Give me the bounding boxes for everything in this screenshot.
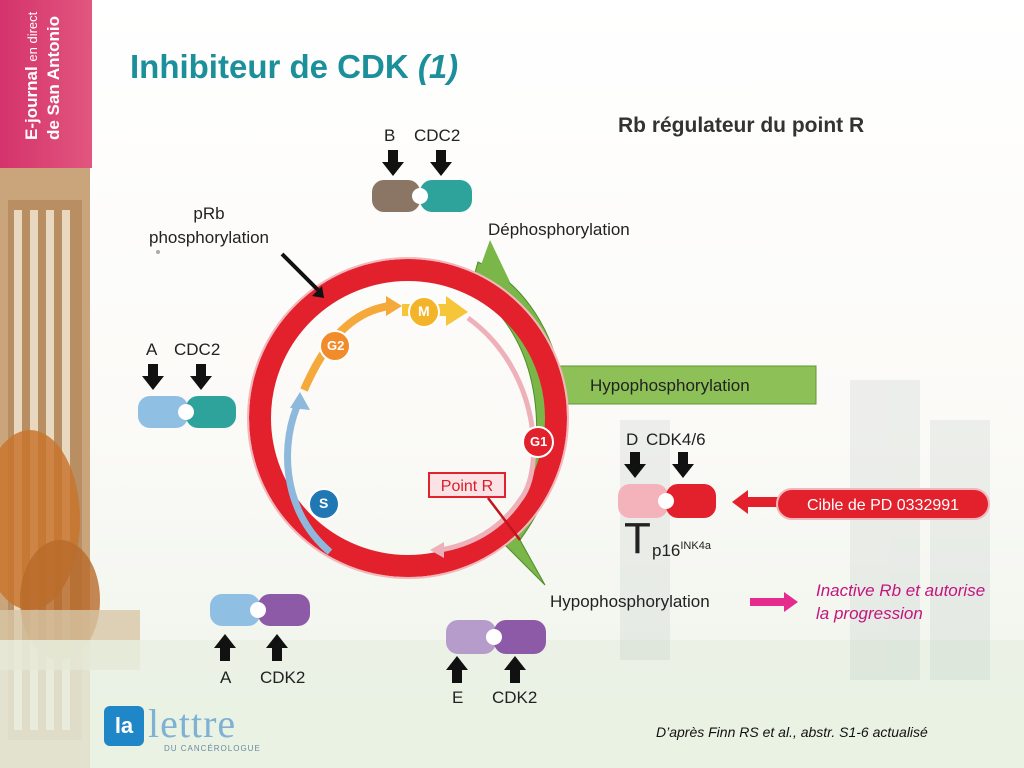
- diagram-subtitle: Rb régulateur du point R: [618, 114, 865, 137]
- inactive-rb-line1: Inactive Rb et autorise: [816, 581, 986, 600]
- g2-arrow: [300, 302, 391, 392]
- complex-d-kinase: CDK4/6: [646, 430, 706, 449]
- complex-e-kinase: CDK2: [492, 688, 538, 707]
- dephosphorylation-label: Déphosphorylation: [488, 220, 630, 239]
- phase-m-badge: [408, 296, 440, 328]
- complex-b-cdc2: [372, 150, 472, 212]
- s-arrow: [284, 398, 333, 555]
- inactive-rb-line2: la progression: [816, 604, 923, 623]
- phase-g2-badge: [319, 330, 351, 362]
- lettre-logo: la lettre DU CANCÉROLOGUE: [104, 701, 274, 758]
- sidebar-band: E-journal en direct de San Antonio: [0, 0, 92, 168]
- logo-subtitle: DU CANCÉROLOGUE: [164, 744, 261, 753]
- logo-word: lettre: [148, 701, 237, 746]
- complex-e-cdk2: [446, 620, 546, 683]
- phase-g2-label: G2: [327, 338, 345, 353]
- magenta-arrow: [750, 592, 798, 612]
- outer-ring: [249, 259, 567, 577]
- page-title: Inhibiteur de CDK (1): [130, 48, 459, 85]
- cible-badge: Cible de PD 0332991: [776, 488, 990, 520]
- phase-s-label: S: [319, 495, 329, 511]
- complex-a-bottom-cyclin: A: [220, 668, 232, 687]
- complex-a-top-kinase: CDC2: [174, 340, 221, 359]
- hypophosphorylation-label-2: Hypophosphorylation: [550, 592, 710, 611]
- complex-a-bottom-kinase: CDK2: [260, 668, 306, 687]
- point-r-label: Point R: [428, 472, 506, 498]
- complex-a-cdk2: [210, 594, 310, 661]
- phase-g1-label: G1: [530, 434, 548, 449]
- cible-arrow: [732, 490, 780, 514]
- inhibitor-label: p16INK4a: [652, 540, 711, 560]
- logo-mark: la: [104, 706, 144, 746]
- complex-a-cdc2: [138, 364, 236, 428]
- complex-a-top-cyclin: A: [146, 340, 158, 359]
- complex-e-cyclin: E: [452, 688, 464, 707]
- complex-d-cdk46: [618, 452, 716, 518]
- phase-m-label: M: [418, 303, 430, 319]
- complex-b-kinase: CDC2: [414, 126, 461, 145]
- complex-d-cyclin: D: [626, 430, 639, 449]
- green-hypophos-band: [555, 365, 817, 405]
- reference-citation: D’après Finn RS et al., abstr. S1-6 actu…: [656, 724, 928, 740]
- prb-label-line1: pRb: [193, 204, 225, 223]
- inhibitor-symbol: T: [624, 514, 651, 563]
- phase-g1-badge: [522, 426, 554, 458]
- complex-b-cyclin: B: [384, 126, 396, 145]
- prb-label-line2: phosphorylation: [148, 228, 270, 247]
- hypophosphorylation-label-1: Hypophosphorylation: [590, 376, 750, 395]
- g1-arrow: [439, 315, 537, 553]
- phase-s-badge: [308, 488, 340, 520]
